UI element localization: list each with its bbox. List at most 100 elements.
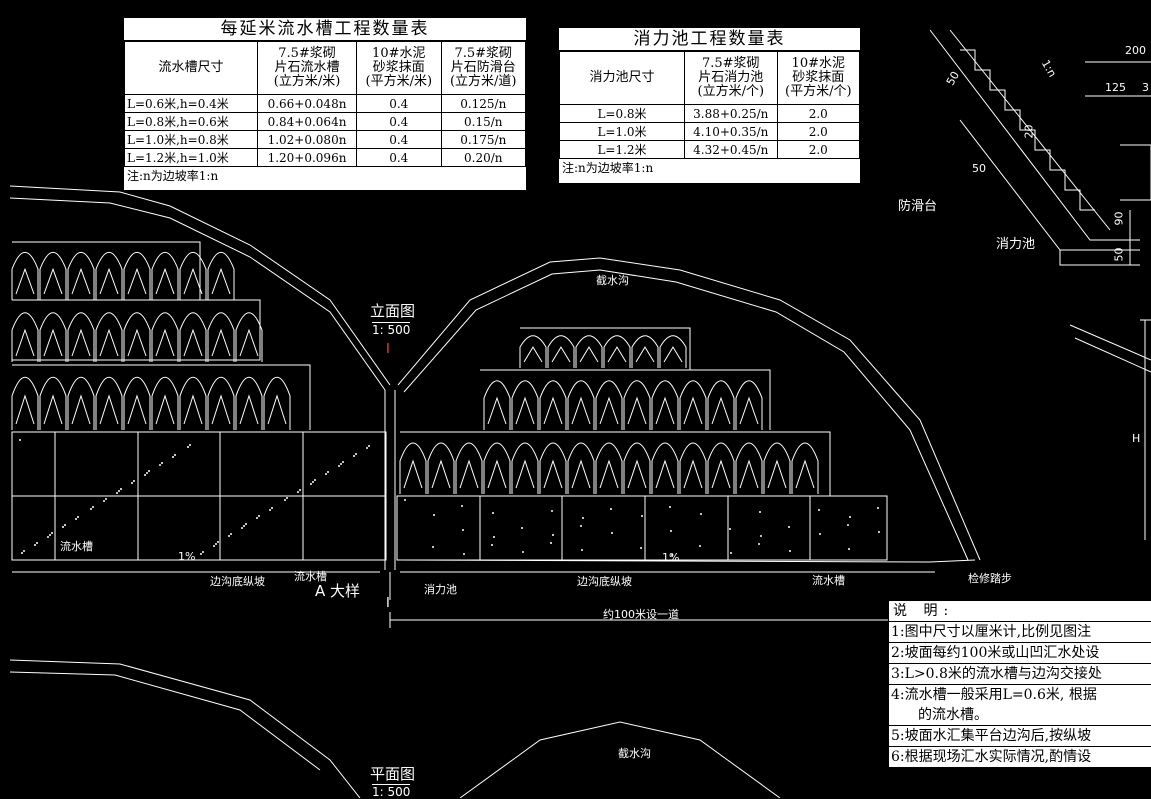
note-item: 5:坡面水汇集平台边沟后,按纵坡	[889, 725, 1151, 746]
arch-chevron	[487, 396, 507, 425]
arch-chevron	[267, 394, 287, 425]
header-line: 7.5#浆砌	[278, 46, 336, 61]
arch-chevron	[543, 396, 563, 425]
fill-dot	[51, 532, 53, 534]
basin-table-note: 注:n为边坡率1:n	[562, 161, 654, 175]
arch-chevron	[635, 346, 655, 363]
arch-chevron	[711, 396, 731, 425]
table-cell: 0.84+0.064n	[256, 112, 358, 131]
fill-dot	[581, 549, 583, 551]
right-ridge-inner-line	[403, 269, 969, 561]
table-cell: 1.02+0.080n	[256, 130, 358, 149]
arch-frame	[151, 312, 179, 362]
arch-frame	[623, 442, 651, 494]
table-row: L=0.8米 3.88+0.25/n 2.0	[559, 104, 861, 123]
arch-frame	[595, 442, 623, 494]
fill-dot	[671, 554, 673, 556]
fill-dot	[131, 482, 133, 484]
arch-frame	[123, 312, 151, 362]
table-row: L=1.0米,h=0.8米 1.02+0.080n 0.4 0.175/n	[124, 130, 526, 149]
fill-dot	[877, 507, 879, 509]
arch-chevron	[211, 328, 231, 357]
arch-frame	[39, 251, 67, 300]
note-item: 4:流水槽一般采用L=0.6米, 根据	[889, 684, 1151, 705]
header-mortar: 10#水泥 砂浆抹面 (平方米/米)	[356, 41, 442, 95]
arch-chevron	[767, 459, 787, 489]
fill-dot	[552, 534, 554, 536]
arch-frame	[511, 442, 539, 494]
header-line: 7.5#浆砌	[454, 46, 513, 61]
fill-dot	[241, 527, 243, 529]
arch-frame	[659, 335, 687, 368]
table-cell: L=1.0米	[559, 122, 685, 141]
right-ridge-outer-line	[397, 257, 981, 561]
fill-dot	[103, 500, 105, 502]
detail-stair-steps	[960, 49, 1095, 211]
dimension-label: 50	[1112, 247, 1126, 262]
fill-dot	[700, 513, 702, 515]
fill-dot	[788, 526, 790, 528]
fill-dot	[640, 547, 642, 549]
header-size: 流水槽尺寸	[124, 41, 258, 95]
fill-dot	[172, 456, 174, 458]
header-line: (立方米/米)	[273, 74, 341, 89]
arch-chevron	[459, 459, 479, 489]
fill-dot	[286, 497, 288, 499]
arch-chevron	[523, 346, 543, 363]
left-slope-outer-line	[9, 185, 391, 386]
table-cell: 0.4	[356, 148, 442, 167]
explanation-notes: 说 明: 1:图中尺寸以厘米计,比例见图注 2:坡面每约100米或山凹汇水处设 …	[888, 600, 1151, 768]
arch-chevron	[515, 396, 535, 425]
table-row: L=1.0米 4.10+0.35/n 2.0	[559, 122, 861, 141]
spacing-dimension-line	[389, 612, 888, 628]
center-gutter-line	[384, 390, 396, 570]
dimension-label: 3	[1142, 81, 1149, 94]
header-line: (平方米/个)	[785, 84, 852, 99]
arch-frame	[539, 442, 567, 494]
header-line: 10#水泥	[791, 56, 845, 71]
arch-frame	[567, 380, 595, 430]
fill-dot	[116, 492, 118, 494]
arch-frame	[263, 376, 291, 430]
table-cell: 0.4	[356, 94, 442, 113]
fill-dot	[669, 506, 671, 508]
elevation-title: 立面图	[370, 302, 416, 320]
basin-table-grid: 消力池尺寸 7.5#浆砌 片石消力池 (立方米/个) 10#水泥 砂浆抹面 (平…	[559, 51, 861, 159]
arch-frame	[207, 251, 235, 300]
table-cell: 4.10+0.35/n	[684, 122, 778, 141]
arch-frame	[427, 442, 455, 494]
dimension-label: 200	[1125, 44, 1146, 57]
table-cell: L=1.2米	[559, 140, 685, 159]
arch-chevron	[71, 267, 91, 295]
fill-dot	[847, 524, 849, 526]
arch-chevron	[599, 396, 619, 425]
arch-frame	[483, 380, 511, 430]
arch-chevron	[183, 394, 203, 425]
note-item: 6:根据现场汇水实际情况,酌情设	[889, 746, 1151, 767]
arch-frame	[623, 380, 651, 430]
fill-dot	[819, 533, 821, 535]
dimension-label: H	[1132, 432, 1141, 445]
table-cell: 3.88+0.25/n	[684, 104, 778, 123]
arch-chevron	[99, 328, 119, 357]
table-row: L=0.8米,h=0.6米 0.84+0.064n 0.4 0.15/n	[124, 112, 526, 131]
fill-dot	[64, 524, 66, 526]
fill-dot	[159, 464, 161, 466]
table-cell: L=0.6米,h=0.4米	[124, 94, 258, 113]
fill-dot	[641, 515, 643, 517]
fill-dot	[338, 465, 340, 467]
fill-dot	[256, 517, 258, 519]
gutter-table-title: 每延米流水槽工程数量表	[124, 18, 526, 41]
arch-chevron	[183, 267, 203, 295]
side-ditch-slope-label: 边沟底纵坡	[210, 575, 265, 588]
arch-frame	[207, 312, 235, 362]
arch-chevron	[211, 267, 231, 295]
fill-dot	[174, 454, 176, 456]
stilling-basin-detail-label: 消力池	[996, 237, 1036, 252]
arch-chevron	[127, 328, 147, 357]
fill-dot	[551, 510, 553, 512]
fill-dot	[759, 511, 761, 513]
right-retaining-block	[396, 495, 888, 561]
arch-frame	[39, 312, 67, 362]
arch-chevron	[627, 459, 647, 489]
